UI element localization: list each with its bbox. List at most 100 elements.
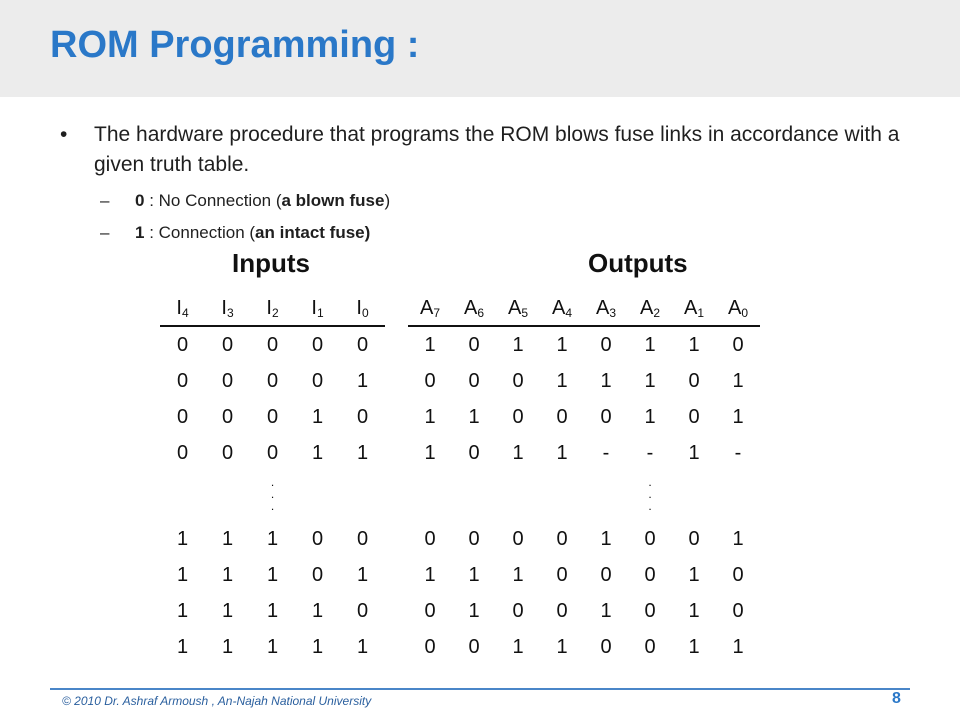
table-cell: 0 xyxy=(266,369,279,392)
table-cell: 0 xyxy=(512,527,524,550)
table-cell xyxy=(408,471,452,521)
table-cell: 1 xyxy=(176,563,189,586)
table-cell: 1 xyxy=(512,563,524,586)
table-cell: 0 xyxy=(424,369,436,392)
table-cell: 1 xyxy=(556,369,568,392)
table-cell: 0 xyxy=(644,635,656,658)
table-cell: 0 xyxy=(424,527,436,550)
table-cell: 0 xyxy=(644,527,656,550)
table-cell xyxy=(672,471,716,521)
table-cell: 0 xyxy=(732,599,744,622)
table-cell: 1 xyxy=(688,563,700,586)
table-cell: 1 xyxy=(311,405,324,428)
table-cell: 0 xyxy=(356,527,369,550)
table-cell: 0 xyxy=(266,441,279,464)
table-cell: 1 xyxy=(176,527,189,550)
table-cell: 1 xyxy=(266,635,279,658)
table-cell: 1 xyxy=(644,405,656,428)
dash-icon: – xyxy=(100,191,110,210)
table-cell: - xyxy=(646,441,654,464)
table-cell: 0 xyxy=(266,405,279,428)
table-cell: 1 xyxy=(311,441,324,464)
table-cell: 0 xyxy=(356,405,369,428)
vertical-ellipsis: . . . xyxy=(270,475,275,513)
column-header: A2 xyxy=(628,292,672,327)
table-cell: 1 xyxy=(356,441,369,464)
sub-sep: : Connection ( xyxy=(144,223,256,242)
table-cell: 0 xyxy=(556,599,568,622)
table-cell: 0 xyxy=(356,599,369,622)
table-cell: 0 xyxy=(176,405,189,428)
table-cell: 0 xyxy=(311,527,324,550)
table-cell: 0 xyxy=(732,563,744,586)
table-cell: 0 xyxy=(311,333,324,356)
table-cell: - xyxy=(602,441,610,464)
table-cell: 0 xyxy=(732,333,744,356)
table-cell xyxy=(160,471,205,521)
vertical-ellipsis: . . . xyxy=(648,475,652,513)
table-cell: 1 xyxy=(732,527,744,550)
header-subscript: 4 xyxy=(181,306,189,320)
sub-item-0: –0 : No Connection (a blown fuse) xyxy=(60,190,920,212)
table-cell: 1 xyxy=(468,563,480,586)
table-cell: 0 xyxy=(266,333,279,356)
column-header: A3 xyxy=(584,292,628,327)
table-cell: 1 xyxy=(644,333,656,356)
sub-end: ) xyxy=(384,191,391,210)
table-cell: 0 xyxy=(424,599,436,622)
page-number: 8 xyxy=(892,690,901,707)
table-cell: 1 xyxy=(424,405,436,428)
header-base: A xyxy=(551,297,566,319)
sub-key: 1 xyxy=(135,223,145,242)
bullet-item: • The hardware procedure that programs t… xyxy=(60,120,920,180)
table-cell: 0 xyxy=(600,405,612,428)
table-cell: 0 xyxy=(512,599,524,622)
bullet-area: • The hardware procedure that programs t… xyxy=(60,120,920,244)
inputs-heading: Inputs xyxy=(232,248,310,278)
header-base: A xyxy=(727,297,742,319)
table-cell: 1 xyxy=(556,635,568,658)
header-base: A xyxy=(463,297,478,319)
table-cell: - xyxy=(734,441,742,464)
header-base: A xyxy=(419,297,434,319)
table-cell: 1 xyxy=(311,599,324,622)
footer-copyright: © 2010 Dr. Ashraf Armoush , An-Najah Nat… xyxy=(62,694,372,708)
header-subscript: 4 xyxy=(565,306,573,320)
table-cell: 1 xyxy=(732,369,744,392)
table-cell: 0 xyxy=(176,369,189,392)
table-cell: 0 xyxy=(468,333,480,356)
table-cell: 0 xyxy=(424,635,436,658)
table-cell: 1 xyxy=(644,369,656,392)
table-cell: 1 xyxy=(356,635,369,658)
outputs-heading: Outputs xyxy=(588,248,688,278)
footer-rule xyxy=(50,688,910,690)
column-header: A1 xyxy=(672,292,716,327)
table-cell: 1 xyxy=(311,635,324,658)
table-cell: 1 xyxy=(600,369,612,392)
header-subscript: 1 xyxy=(316,306,324,320)
table-cell: 1 xyxy=(732,635,744,658)
header-subscript: 3 xyxy=(226,306,234,320)
header-base: A xyxy=(507,297,522,319)
ellipsis-row: . . . xyxy=(160,471,385,521)
header-base: I xyxy=(311,297,317,319)
table-cell: 0 xyxy=(221,405,234,428)
header-subscript: 0 xyxy=(741,306,749,320)
table-cell: . . . xyxy=(628,471,672,521)
column-header: A4 xyxy=(540,292,584,327)
table-cell: 0 xyxy=(468,527,480,550)
table-cell: 0 xyxy=(311,563,324,586)
table-cell: 1 xyxy=(468,405,480,428)
table-cell: 1 xyxy=(221,599,234,622)
table-cell: 1 xyxy=(688,599,700,622)
